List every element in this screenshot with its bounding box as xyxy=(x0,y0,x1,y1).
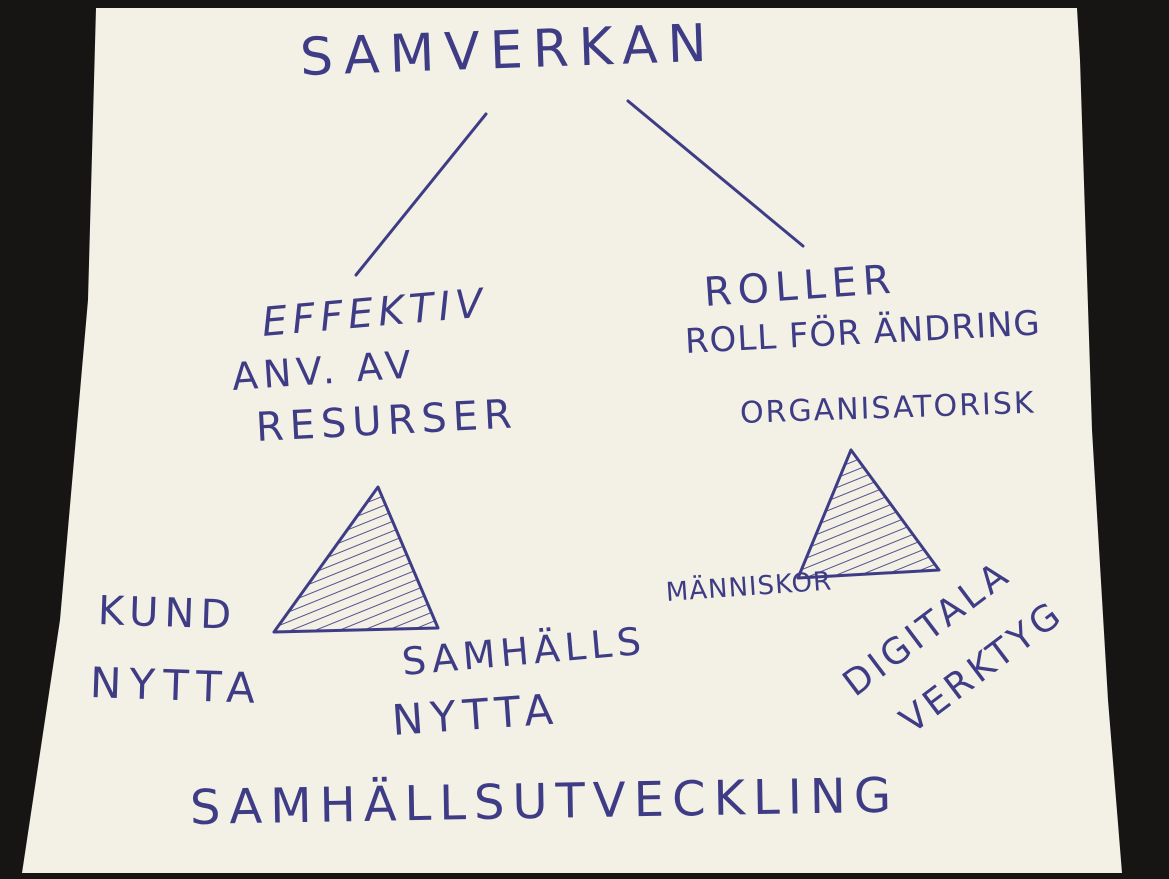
kund-nytta-label: NYTTA xyxy=(89,658,264,714)
kund-label: KUND xyxy=(97,588,238,639)
branch-line-left xyxy=(354,112,488,277)
triangle-right xyxy=(796,448,941,580)
triangle-left xyxy=(272,485,440,634)
branch-line-right xyxy=(626,99,805,248)
paper-shape xyxy=(22,8,1122,873)
